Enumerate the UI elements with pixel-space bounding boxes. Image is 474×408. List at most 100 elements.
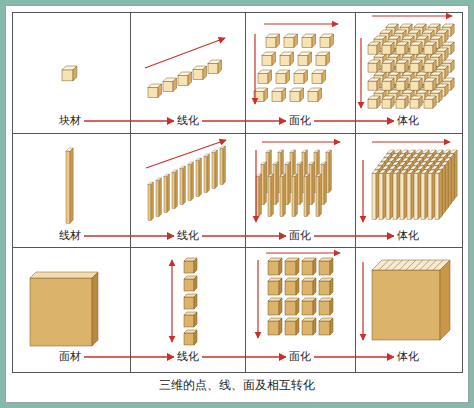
- stick: [172, 170, 177, 208]
- figure-part: [279, 278, 282, 295]
- figure-part: [194, 312, 197, 327]
- figure-part: [433, 78, 436, 90]
- figure-part: [330, 258, 333, 275]
- direction-arrow: [360, 38, 361, 108]
- cube: [396, 42, 408, 54]
- figure-part: [268, 301, 279, 315]
- figure-part: [294, 74, 304, 84]
- figure-part: [302, 261, 313, 275]
- figure-part: [223, 146, 225, 184]
- figure-part: [264, 162, 266, 204]
- figure-part: [410, 45, 419, 54]
- figure-part: [451, 154, 454, 203]
- figure-part: [428, 173, 432, 219]
- stick: [285, 162, 290, 204]
- figure-part: [322, 70, 326, 84]
- cube: [208, 60, 222, 74]
- direction-arrow: [257, 260, 258, 338]
- cell-label: 面化: [286, 349, 314, 365]
- cube: [424, 78, 436, 90]
- figure-part: [386, 173, 390, 219]
- plate: [285, 278, 299, 295]
- figure-part: [296, 298, 299, 315]
- cell-label-text: 线材: [59, 229, 81, 243]
- figure-part: [390, 170, 393, 219]
- cell-label: 面材: [56, 349, 84, 365]
- figure-part: [207, 154, 209, 192]
- figure-part: [418, 170, 421, 219]
- cube: [178, 72, 192, 86]
- figure-part: [324, 162, 326, 204]
- figure-part: [440, 260, 450, 340]
- figure-part: [391, 42, 394, 54]
- cell-label: 体化: [394, 228, 422, 244]
- cube: [382, 96, 394, 108]
- figure-part: [445, 48, 448, 60]
- figure-part: [382, 45, 391, 54]
- figure-part: [419, 42, 422, 54]
- figure-part: [424, 99, 433, 108]
- figure-part: [194, 294, 197, 309]
- figure-part: [30, 272, 98, 278]
- cube: [396, 96, 408, 108]
- figure-part: [159, 178, 161, 216]
- cube: [382, 60, 394, 72]
- cube: [254, 88, 268, 102]
- cube: [424, 42, 436, 54]
- figure-part: [319, 261, 330, 275]
- figure-part: [404, 170, 407, 219]
- figure-part: [396, 63, 405, 72]
- figure-part: [218, 60, 222, 74]
- figure-part: [382, 63, 391, 72]
- figure-part: [194, 258, 197, 273]
- figure-part: [326, 52, 330, 66]
- plate: [285, 258, 299, 275]
- plate: [268, 298, 282, 315]
- figure-part: [313, 318, 316, 335]
- figure-part: [313, 258, 316, 275]
- cell-label: 面化: [286, 113, 314, 129]
- figure-part: [285, 261, 296, 275]
- figure-part: [396, 99, 405, 108]
- figure-part: [319, 301, 330, 315]
- figure-part: [304, 70, 308, 84]
- cell-label-text: 面化: [289, 114, 311, 128]
- cell-label-text: 体化: [397, 114, 419, 128]
- stick: [164, 174, 169, 212]
- figure-part: [283, 174, 285, 216]
- figure-part: [172, 172, 175, 208]
- figure-part: [220, 148, 223, 184]
- cube: [424, 96, 436, 108]
- figure-part: [73, 66, 77, 81]
- figure-part: [405, 78, 408, 90]
- figure-part: [308, 92, 318, 102]
- cube: [368, 96, 380, 108]
- figure-part: [295, 174, 297, 216]
- figure-part: [194, 330, 197, 345]
- stick: [428, 170, 435, 219]
- figure-part: [151, 182, 153, 220]
- direction-arrow: [254, 34, 255, 104]
- transform-arrow: [84, 235, 174, 236]
- plate: [285, 318, 299, 335]
- figure-part: [393, 173, 397, 219]
- figure-part: [445, 84, 448, 96]
- transform-arrow: [202, 235, 286, 236]
- figure-part: [424, 63, 433, 72]
- direction-arrow: [266, 252, 340, 253]
- figure-part: [320, 38, 330, 48]
- cube: [320, 34, 334, 48]
- stick: [273, 162, 278, 204]
- figure-part: [296, 318, 299, 335]
- figure-part: [212, 152, 215, 188]
- direction-arrow: [255, 150, 256, 222]
- cube: [396, 78, 408, 90]
- material-figures: [30, 16, 457, 346]
- cell-label-text: 面材: [59, 350, 81, 364]
- figure-part: [419, 60, 422, 72]
- figure-part: [377, 96, 380, 108]
- figure-part: [282, 88, 286, 102]
- figure-part: [316, 176, 319, 216]
- figure-part: [433, 96, 436, 108]
